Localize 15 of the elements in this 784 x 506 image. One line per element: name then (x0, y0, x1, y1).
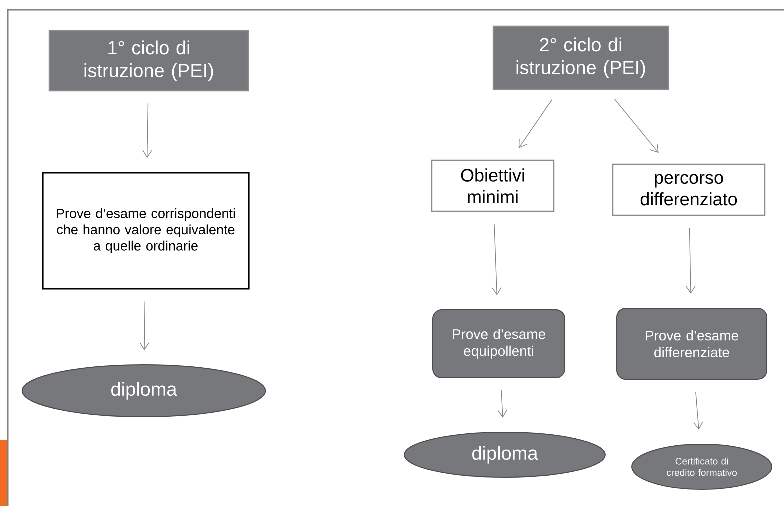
exam-box: Prove d’esame equipollenti (432, 310, 566, 378)
arrow (686, 228, 696, 294)
arrow (694, 392, 704, 430)
arrow (140, 301, 150, 350)
arrow (614, 99, 659, 154)
cycle-box: 1° ciclo di istruzione (PEI) (48, 30, 250, 92)
arrow (142, 103, 152, 158)
path-box: Obiettivi minimi (431, 160, 555, 212)
exam-box: Prove d’esame differenziate (616, 308, 768, 380)
arrow (498, 390, 508, 418)
cycle-box: 2° ciclo di istruzione (PEI) (492, 26, 670, 90)
arrow (492, 224, 502, 296)
arrow (518, 100, 552, 148)
process-box: Prove d’esame corrispondenti che hanno valore equivalente a quelle ordinarie (42, 172, 250, 290)
path-box: percorso differenziato (612, 164, 766, 216)
